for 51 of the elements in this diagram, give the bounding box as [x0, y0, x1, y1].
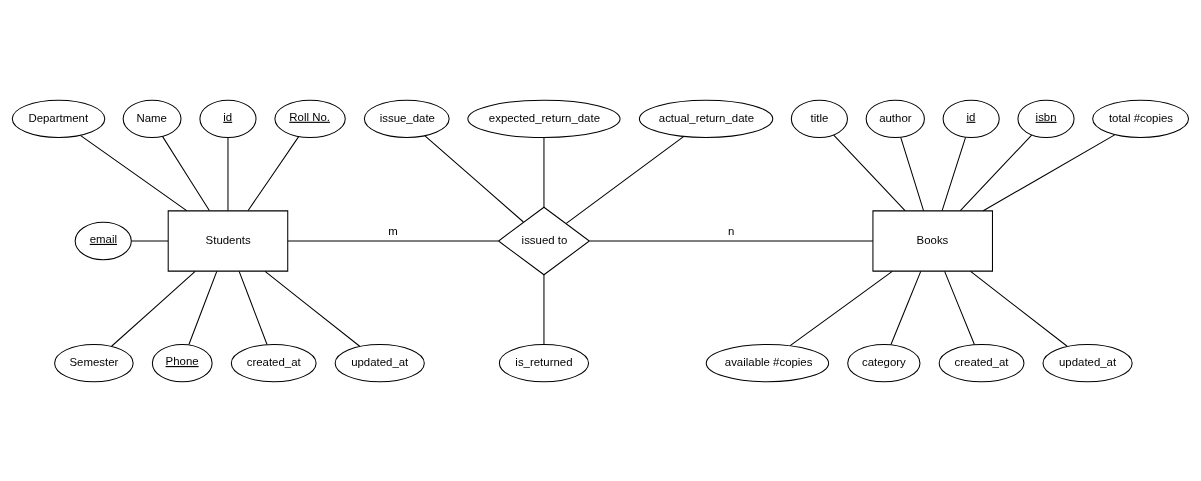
connector: [188, 270, 218, 345]
connector: [959, 134, 1033, 211]
connector: [238, 270, 268, 345]
connector: [80, 134, 188, 211]
node-ellipse: Phone: [151, 343, 213, 382]
node-ellipse: id: [942, 99, 1000, 138]
node-ellipse: available #copies: [705, 343, 830, 382]
edge-label: n: [728, 224, 735, 237]
connector: [227, 136, 229, 211]
connector: [982, 133, 1116, 211]
node-ellipse: title: [790, 99, 848, 138]
node-box: Books: [872, 209, 993, 272]
node-ellipse: email: [74, 221, 132, 260]
node-ellipse: updated_at: [1042, 343, 1133, 382]
node-ellipse: created_at: [230, 343, 317, 382]
node-ellipse: Name: [122, 99, 182, 138]
node-ellipse: created_at: [938, 343, 1025, 382]
node-ellipse: category: [847, 343, 921, 382]
node-ellipse: Roll No.: [274, 99, 346, 138]
connector: [424, 134, 524, 222]
node-box: Students: [167, 209, 289, 272]
node-ellipse: Department: [11, 99, 106, 138]
connector: [287, 240, 499, 241]
connector: [789, 270, 893, 346]
node-ellipse: issue_date: [363, 99, 450, 138]
node-ellipse: updated_at: [334, 343, 425, 382]
connector: [543, 136, 545, 208]
connector: [111, 270, 196, 347]
node-ellipse: actual_return_date: [638, 99, 774, 138]
connector: [890, 270, 922, 345]
node-ellipse: total #copies: [1092, 99, 1190, 138]
connector: [970, 270, 1068, 347]
node-ellipse: Semester: [54, 343, 134, 382]
connector: [833, 134, 906, 211]
node-ellipse: expected_return_date: [467, 99, 621, 138]
connector: [247, 135, 300, 211]
node-ellipse: is_returned: [498, 343, 590, 382]
connector: [944, 270, 975, 345]
connector: [565, 135, 685, 224]
node-ellipse: isbn: [1017, 99, 1075, 138]
connector: [589, 240, 874, 241]
connector: [543, 273, 545, 345]
connector: [162, 135, 210, 211]
connector: [264, 270, 361, 347]
connector: [941, 136, 966, 211]
node-diamond: issued to: [497, 206, 591, 275]
node-ellipse: id: [199, 99, 257, 138]
connector: [900, 136, 925, 211]
node-ellipse: author: [865, 99, 925, 138]
connector: [131, 240, 169, 241]
edge-label: m: [388, 224, 398, 237]
